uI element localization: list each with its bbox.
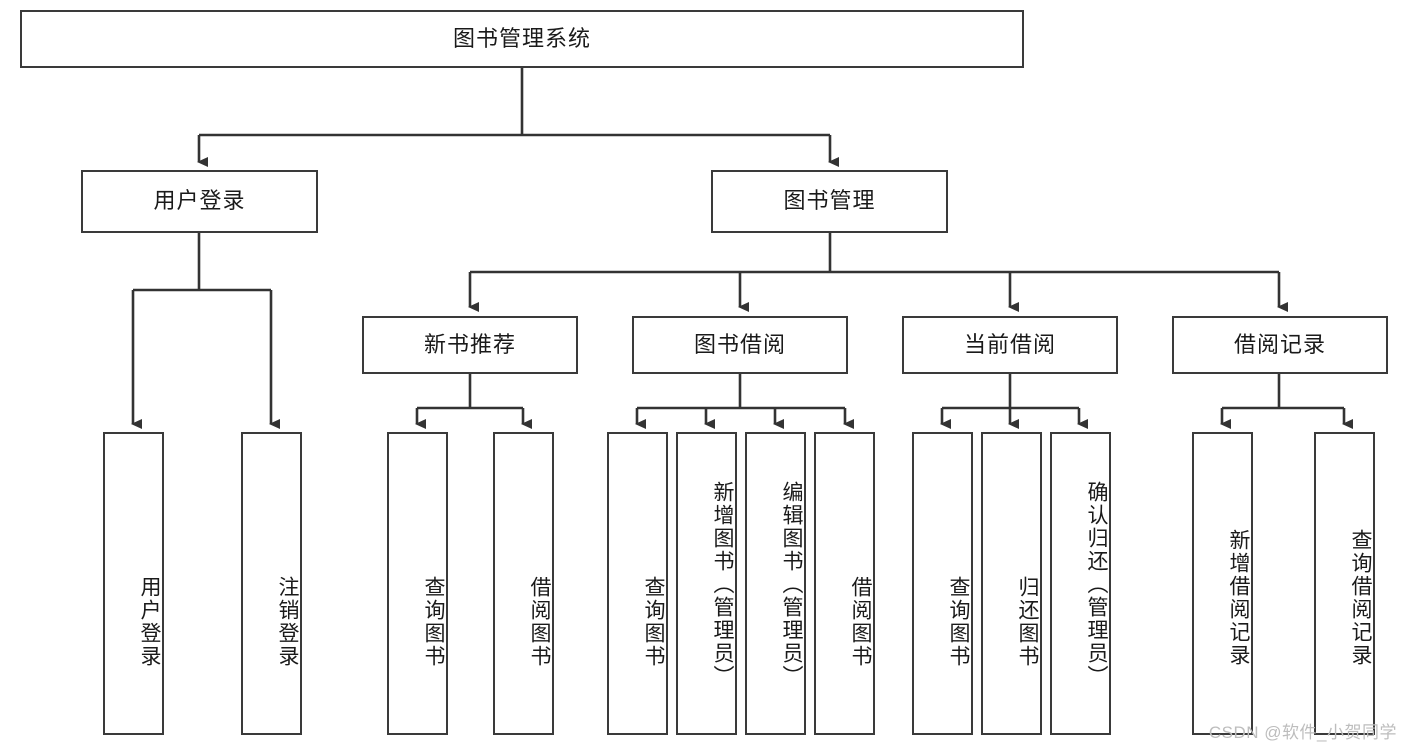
node-leaf-borrow-book-1-label: 借阅图书	[528, 575, 551, 668]
node-current-borrow[interactable]: 当前借阅	[902, 316, 1118, 374]
node-leaf-edit-book-label: 编辑图书（管理员）	[780, 481, 803, 688]
node-leaf-confirm-return-label: 确认归还（管理员）	[1085, 481, 1108, 688]
node-leaf-query-record[interactable]: 查询借阅记录	[1314, 432, 1375, 735]
node-leaf-query-book-1-label: 查询图书	[422, 575, 445, 668]
node-book-borrow-label: 图书借阅	[693, 331, 786, 357]
node-leaf-logout-label: 注销登录	[276, 575, 299, 668]
node-leaf-query-book-3-label: 查询图书	[947, 575, 970, 668]
node-leaf-borrow-book-2[interactable]: 借阅图书	[814, 432, 875, 735]
node-leaf-query-book-1[interactable]: 查询图书	[387, 432, 448, 735]
node-leaf-return-book-label: 归还图书	[1016, 575, 1039, 668]
node-borrow-record[interactable]: 借阅记录	[1172, 316, 1388, 374]
node-leaf-query-book-2[interactable]: 查询图书	[607, 432, 668, 735]
node-leaf-user-login[interactable]: 用户登录	[103, 432, 164, 735]
node-leaf-return-book[interactable]: 归还图书	[981, 432, 1042, 735]
node-book-borrow[interactable]: 图书借阅	[632, 316, 848, 374]
node-leaf-add-book-label: 新增图书（管理员）	[711, 481, 734, 688]
node-leaf-borrow-book-1[interactable]: 借阅图书	[493, 432, 554, 735]
node-leaf-query-record-label: 查询借阅记录	[1349, 528, 1372, 667]
node-root[interactable]: 图书管理系统	[20, 10, 1024, 68]
node-leaf-borrow-book-2-label: 借阅图书	[849, 575, 872, 668]
node-new-book-recommend[interactable]: 新书推荐	[362, 316, 578, 374]
node-leaf-logout[interactable]: 注销登录	[241, 432, 302, 735]
node-leaf-add-record[interactable]: 新增借阅记录	[1192, 432, 1253, 735]
node-leaf-edit-book[interactable]: 编辑图书（管理员）	[745, 432, 806, 735]
node-leaf-query-book-3[interactable]: 查询图书	[912, 432, 973, 735]
node-leaf-add-record-label: 新增借阅记录	[1227, 528, 1250, 667]
node-user-login[interactable]: 用户登录	[81, 170, 318, 233]
node-leaf-confirm-return[interactable]: 确认归还（管理员）	[1050, 432, 1111, 735]
node-book-manage-label: 图书管理	[783, 188, 876, 214]
node-user-login-label: 用户登录	[153, 188, 246, 214]
node-new-book-recommend-label: 新书推荐	[423, 331, 516, 357]
node-leaf-user-login-label: 用户登录	[138, 575, 161, 668]
node-book-manage[interactable]: 图书管理	[711, 170, 948, 233]
node-root-label: 图书管理系统	[452, 25, 591, 51]
node-current-borrow-label: 当前借阅	[963, 331, 1056, 357]
node-leaf-query-book-2-label: 查询图书	[642, 575, 665, 668]
node-borrow-record-label: 借阅记录	[1233, 331, 1326, 357]
csdn-watermark: CSDN @软件_小贺同学	[1208, 723, 1397, 742]
node-leaf-add-book[interactable]: 新增图书（管理员）	[676, 432, 737, 735]
